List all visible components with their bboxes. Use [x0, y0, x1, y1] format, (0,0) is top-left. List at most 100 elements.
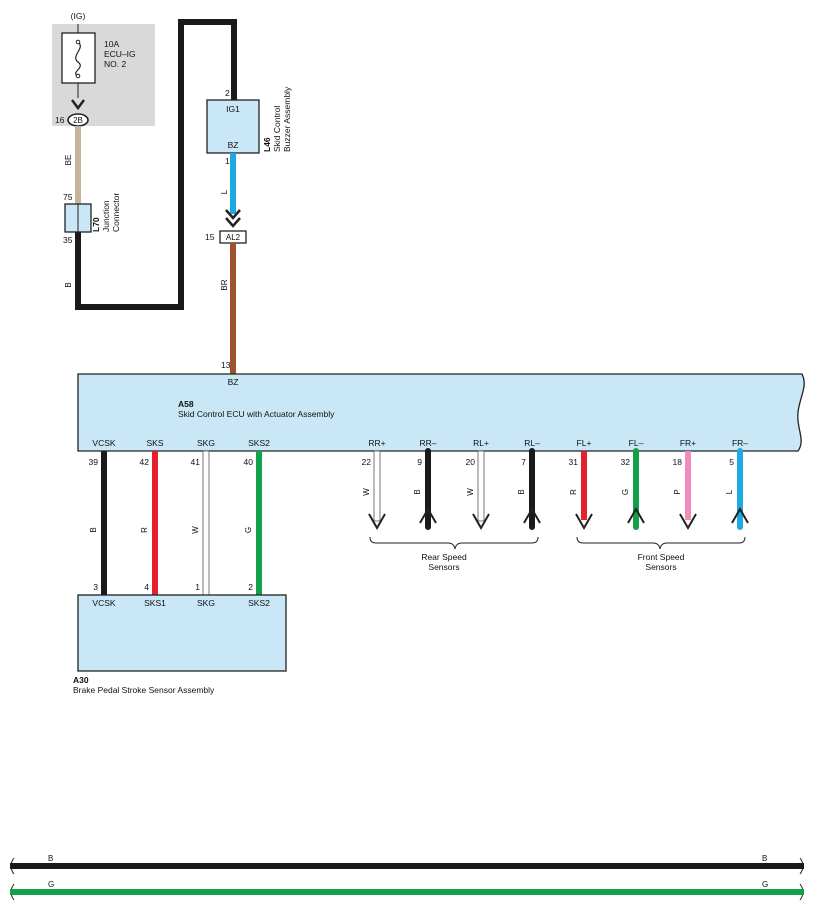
ecu-pin-skg: 41 — [191, 457, 201, 467]
wire-vcsk-label: B — [89, 527, 98, 532]
fuse-name-line2: NO. 2 — [104, 59, 126, 69]
ecu-pin-rl-minus: 7 — [521, 457, 526, 467]
wire-fr-minus-label: L — [725, 489, 734, 494]
pedal-terminal-skg: SKG — [197, 598, 215, 608]
connector-al2-label: AL2 — [226, 233, 241, 242]
ecu-terminal-skg: SKG — [197, 438, 215, 448]
pedal-pin-skg: 1 — [195, 582, 200, 592]
ecu-pin-vcsk: 39 — [89, 457, 99, 467]
ecu-terminal-rr-plus: RR+ — [368, 438, 385, 448]
ecu-pin-fr-plus: 18 — [673, 457, 683, 467]
rear-sensors-brace — [369, 536, 539, 550]
bottom-wire-g-left-label: G — [48, 880, 54, 889]
ecu-id: A58 — [178, 399, 194, 409]
bottom-wire-g: G G — [10, 880, 804, 901]
bottom-wire-g-right-label: G — [762, 880, 768, 889]
connector-2b-label: 2B — [73, 116, 83, 125]
ecu-pin-fl-plus: 31 — [569, 457, 579, 467]
connector-2b-pin: 16 — [55, 115, 65, 125]
bottom-wire-b: B B — [10, 854, 804, 875]
wire-rr-plus-label: W — [362, 488, 371, 496]
pedal-sensor-name: Brake Pedal Stroke Sensor Assembly — [73, 685, 215, 695]
pedal-terminal-sks1: SKS1 — [144, 598, 166, 608]
junction-name-line1: Junction — [101, 200, 111, 232]
ecu-terminal-rr-minus: RR– — [419, 438, 436, 448]
ecu-name: Skid Control ECU with Actuator Assembly — [178, 409, 335, 419]
ecu-pin-sks2: 40 — [244, 457, 254, 467]
ecu-pin-fl-minus: 32 — [621, 457, 631, 467]
ecu-wires: B R W G W B W B R G P L — [89, 448, 749, 596]
ecu-terminal-fl-minus: FL– — [629, 438, 644, 448]
fuse-source-label: (IG) — [71, 11, 86, 21]
pedal-terminal-sks2: SKS2 — [248, 598, 270, 608]
ecu-terminal-sks: SKS — [146, 438, 163, 448]
buzzer-pin-bottom: 1 — [225, 156, 230, 166]
buzzer-assembly — [206, 99, 260, 154]
junction-pin-bottom: 35 — [63, 235, 73, 245]
wire-sks-label: R — [140, 527, 149, 533]
ecu-pin-rr-minus: 9 — [417, 457, 422, 467]
ecu-pin-sks: 42 — [140, 457, 150, 467]
front-sensors-label-1: Front Speed — [638, 552, 685, 562]
buzzer-pin-top: 2 — [225, 88, 230, 98]
pedal-terminal-vcsk: VCSK — [92, 598, 115, 608]
wire-l-label: L — [220, 189, 229, 194]
front-sensors-label-2: Sensors — [645, 562, 676, 572]
arrow-fl-plus-icon — [575, 513, 593, 531]
ecu-terminal-sks2: SKS2 — [248, 438, 270, 448]
buzzer-id: L46 — [262, 137, 272, 152]
buzzer-name-line2: Buzzer Assembly — [282, 86, 292, 152]
wire-rl-minus-label: B — [517, 489, 526, 494]
fuse-rating: 10A — [104, 39, 119, 49]
arrow-fr-plus-icon — [679, 513, 697, 531]
pedal-sensor-box — [77, 594, 287, 672]
buzzer-name-line1: Skid Control — [272, 106, 282, 152]
rear-sensors-label-2: Sensors — [428, 562, 459, 572]
ecu-terminals: VCSK 39 SKS 42 SKG 41 SKS2 40 RR+ 22 RR– 9 RL+ 20 RL– 7… — [89, 438, 749, 467]
wire-br-label: BR — [220, 279, 229, 290]
wire-fl-plus-label: R — [569, 489, 578, 495]
wire-skg-label: W — [191, 526, 200, 534]
arrow-rr-minus-icon — [419, 506, 437, 524]
ecu-pin-rl-plus: 20 — [466, 457, 476, 467]
wire-fl-minus-label: G — [621, 489, 630, 495]
arrow-rl-plus-icon — [472, 513, 490, 531]
ecu-bz-label: BZ — [228, 377, 239, 387]
wire-rl-plus-label: W — [466, 488, 475, 496]
ecu-terminal-fr-minus: FR– — [732, 438, 748, 448]
ecu-pin-fr-minus: 5 — [729, 457, 734, 467]
wire-be-label: BE — [64, 155, 73, 166]
wire-rl-plus — [477, 450, 485, 522]
bottom-wire-b-right-label: B — [762, 854, 767, 863]
junction-pin-top: 75 — [63, 192, 73, 202]
ecu-terminal-rl-plus: RL+ — [473, 438, 489, 448]
buzzer-term-ig1: IG1 — [226, 104, 240, 114]
wire-rr-plus — [373, 450, 381, 522]
ecu-bz-pin: 13 — [221, 360, 231, 370]
pedal-sensor-id: A30 — [73, 675, 89, 685]
junction-name-line2: Connector — [111, 193, 121, 232]
pedal-pin-vcsk: 3 — [93, 582, 98, 592]
arrow-rr-plus-icon — [368, 513, 386, 531]
ecu-pin-rr-plus: 22 — [362, 457, 372, 467]
ecu-terminal-vcsk: VCSK — [92, 438, 115, 448]
wire-sks2-label: G — [244, 527, 253, 533]
fuse-name-line1: ECU–IG — [104, 49, 136, 59]
wire-b-loop-label: B — [64, 282, 73, 287]
junction-id: L70 — [91, 217, 101, 232]
wire-b-loop — [75, 19, 237, 310]
wire-fr-plus-label: P — [673, 489, 682, 494]
connector-al2-pin: 15 — [205, 232, 215, 242]
ecu-terminal-fl-plus: FL+ — [577, 438, 592, 448]
bottom-wire-b-left-label: B — [48, 854, 53, 863]
wire-rr-minus-label: B — [413, 489, 422, 494]
rear-sensors-label-1: Rear Speed — [421, 552, 467, 562]
ecu-terminal-rl-minus: RL– — [524, 438, 540, 448]
pedal-pin-sks1: 4 — [144, 582, 149, 592]
ecu-terminal-fr-plus: FR+ — [680, 438, 696, 448]
pedal-pin-sks2: 2 — [248, 582, 253, 592]
buzzer-term-bz: BZ — [228, 140, 239, 150]
wire-skg — [202, 450, 210, 596]
